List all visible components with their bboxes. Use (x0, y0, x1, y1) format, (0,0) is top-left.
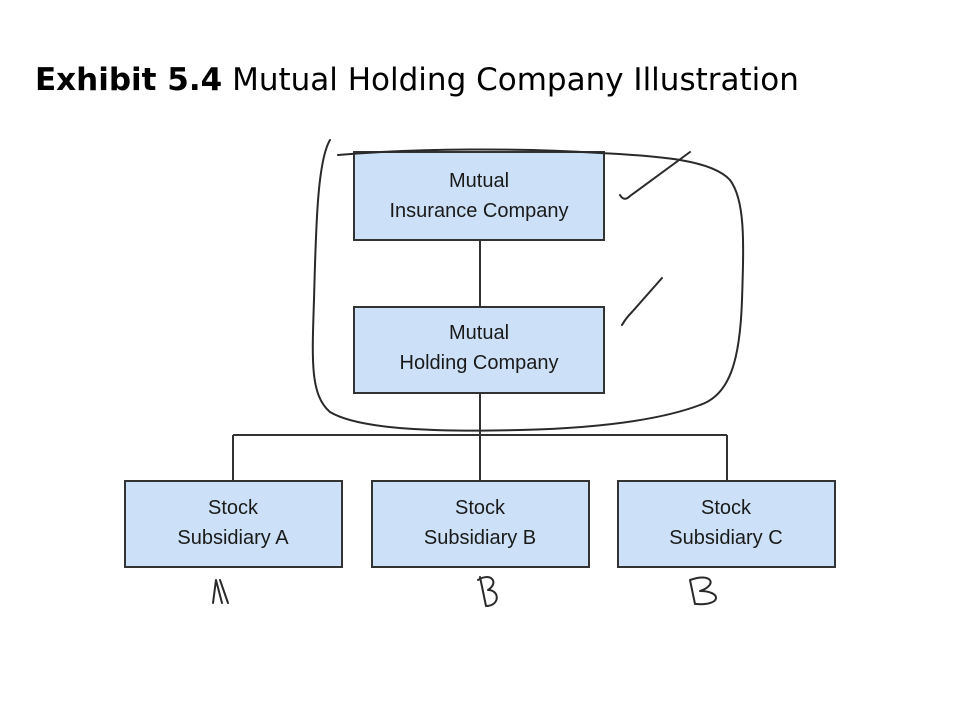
box-label-line2: Subsidiary C (669, 527, 782, 549)
box-label-line1: Mutual (449, 170, 509, 192)
check-mark-icon (621, 277, 663, 326)
box-label-line2: Subsidiary A (177, 527, 289, 549)
box-label-line2: Holding Company (400, 352, 559, 374)
box-rect (353, 151, 605, 241)
page-title: Exhibit 5.4 Mutual Holding Company Illus… (35, 62, 799, 98)
handwritten-letter-b-icon (477, 576, 498, 607)
box-stock-subsidiary-a: Stock Subsidiary A (124, 480, 343, 568)
handwritten-letter-a-icon (212, 579, 229, 604)
box-label-line1: Mutual (449, 322, 509, 344)
box-label-line1: Stock (208, 497, 259, 519)
box-rect (124, 480, 343, 568)
box-mutual-holding-company: Mutual Holding Company (353, 306, 605, 394)
box-stock-subsidiary-c: Stock Subsidiary C (617, 480, 836, 568)
connectors (232, 240, 728, 481)
hand-drawn-loop (311, 139, 745, 432)
box-label-line2: Insurance Company (390, 200, 569, 222)
box-mutual-insurance-company: Mutual Insurance Company (353, 151, 605, 241)
check-mark-icon (619, 151, 691, 200)
handwritten-letter-b-icon (689, 576, 717, 606)
box-rect (617, 480, 836, 568)
box-rect (371, 480, 590, 568)
box-label-line2: Subsidiary B (424, 527, 536, 549)
exhibit-number: Exhibit 5.4 (35, 62, 223, 98)
box-stock-subsidiary-b: Stock Subsidiary B (371, 480, 590, 568)
handwritten-annotations (212, 139, 745, 607)
exhibit-title: Mutual Holding Company Illustration (232, 62, 799, 98)
box-label-line1: Stock (701, 497, 752, 519)
box-label-line1: Stock (455, 497, 506, 519)
box-rect (353, 306, 605, 394)
